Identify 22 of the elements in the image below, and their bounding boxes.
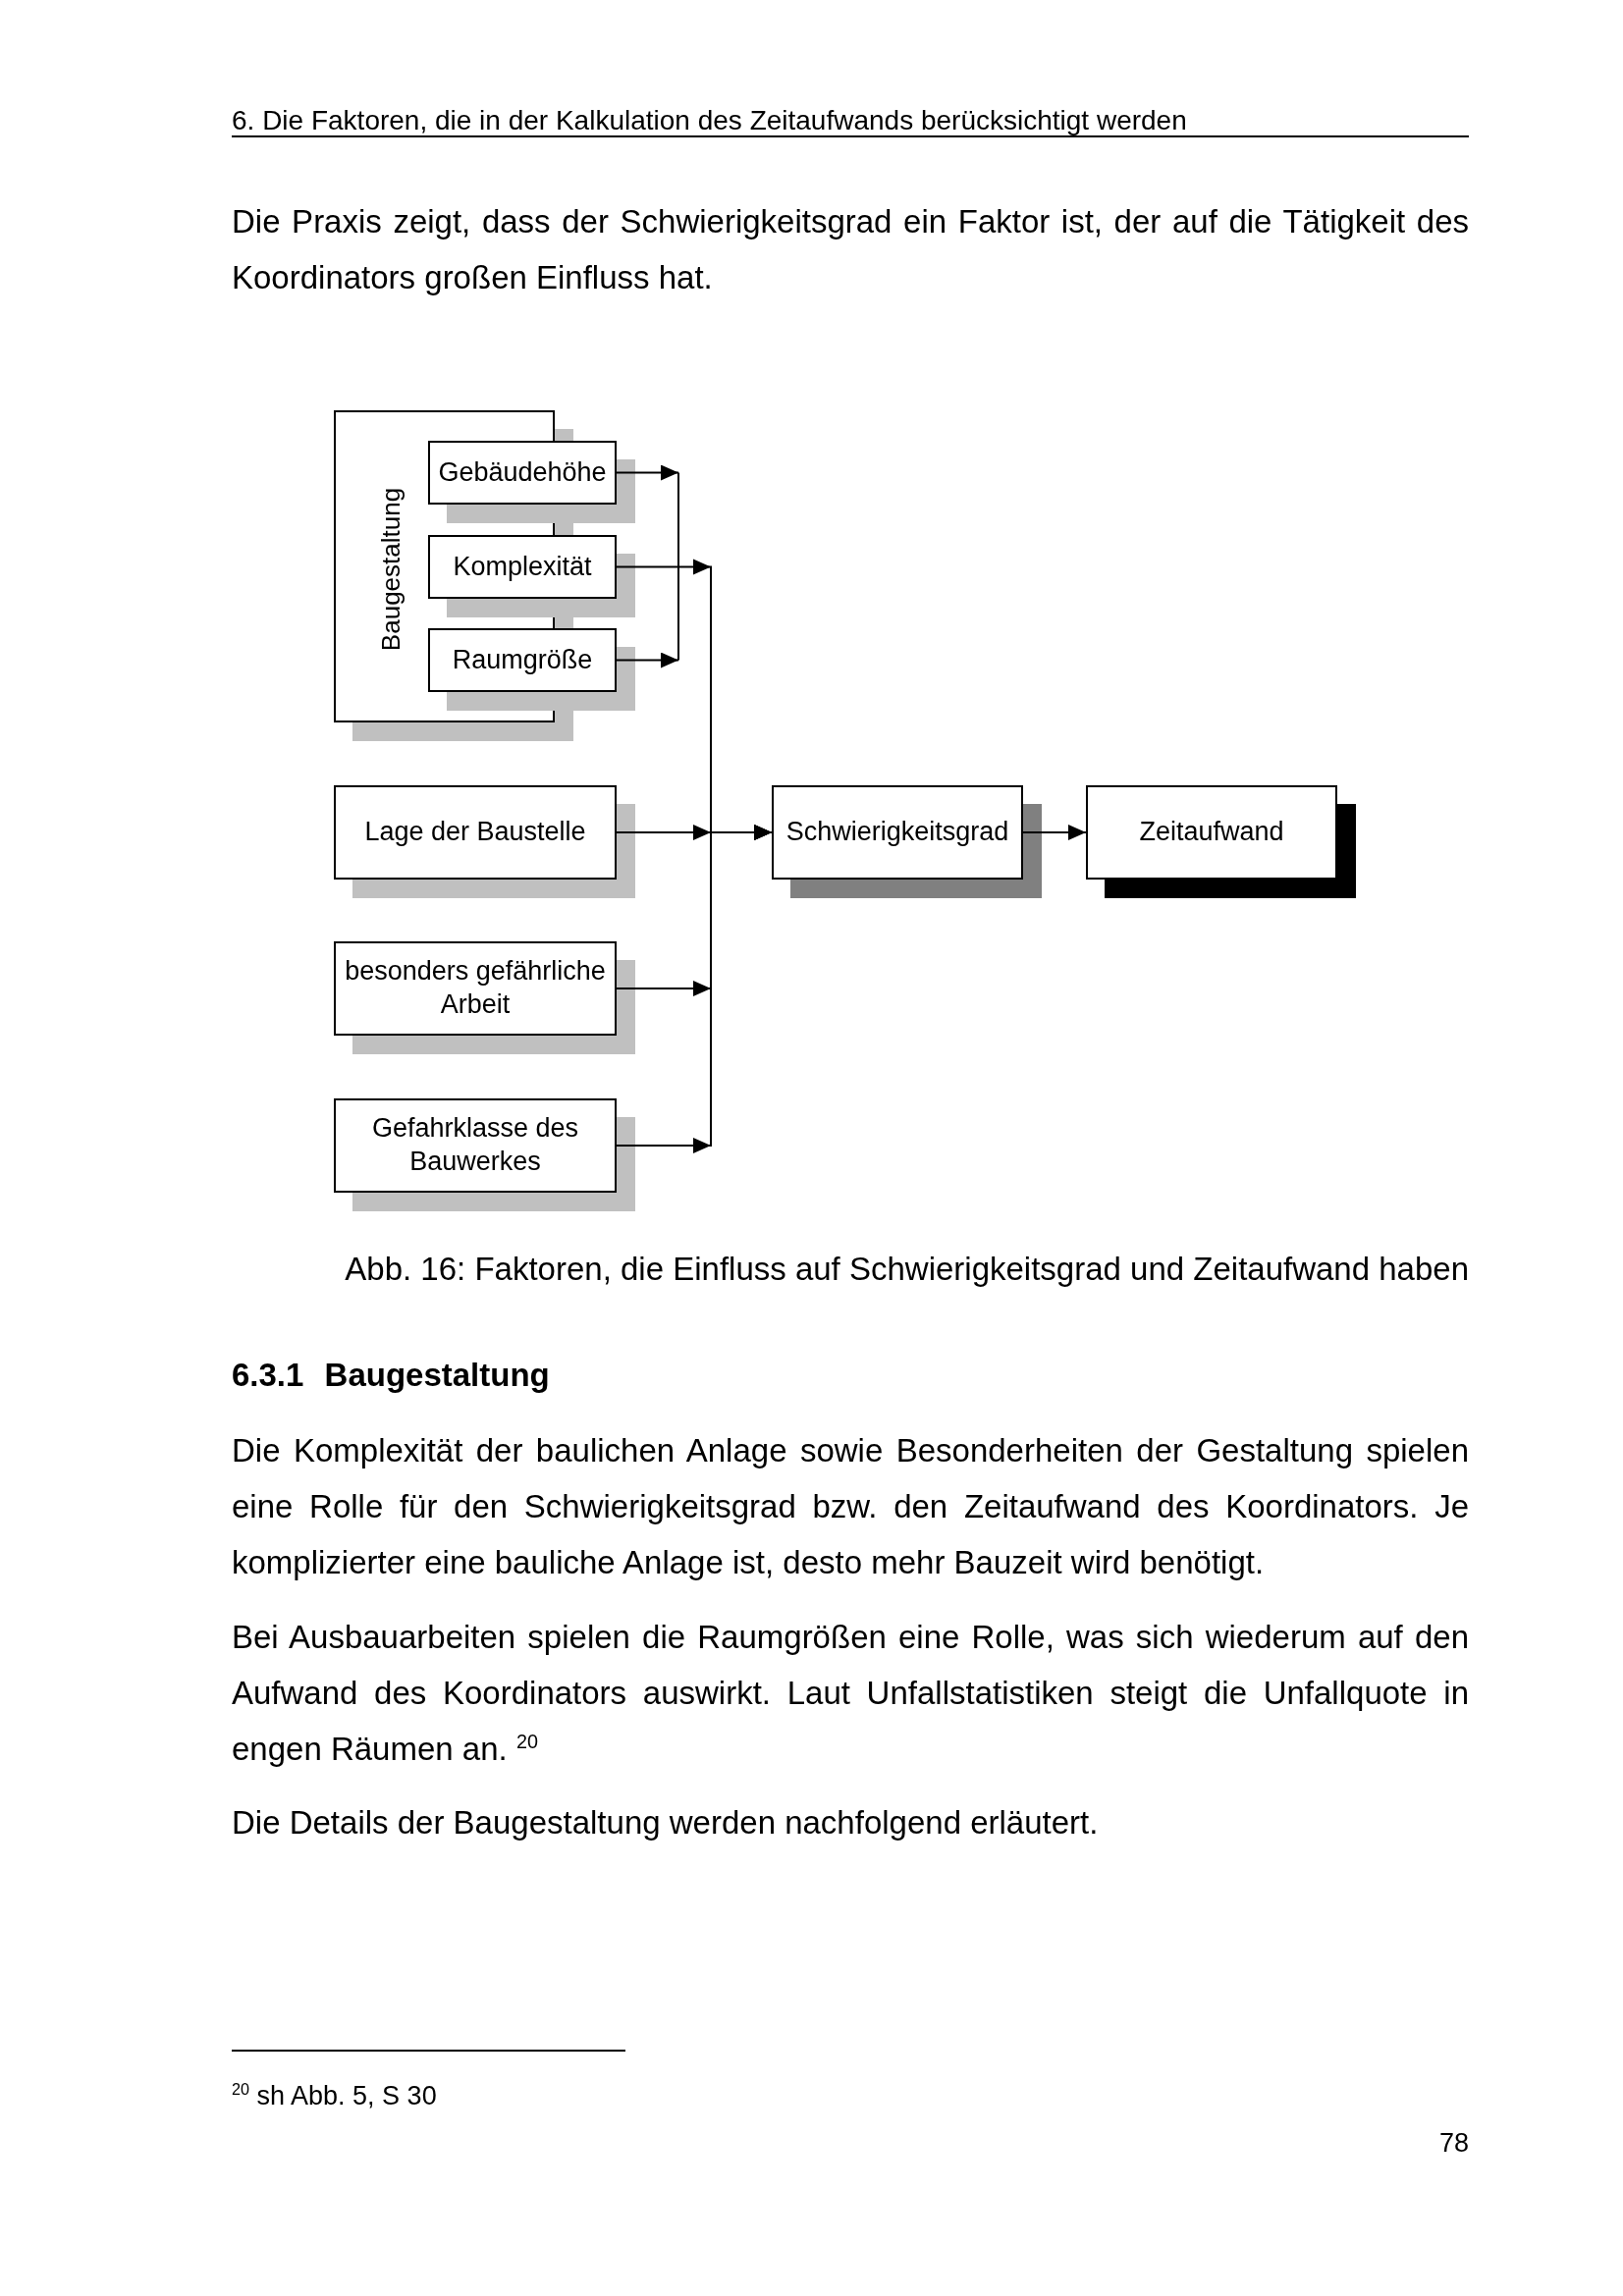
paragraph: Die Praxis zeigt, dass der Schwierigkeitsgrad ein Faktor ist, der auf die Tätigkeit des Koordinators großen Einfluss hat.	[232, 202, 1469, 297]
running-header: 6. Die Faktoren, die in der Kalkulation des Zeitaufwands berücksichtigt werden	[232, 105, 1188, 136]
arrow	[616, 825, 773, 1153]
box-label: Lage der Baustelle	[364, 816, 586, 849]
paragraph: Die Komplexität der baulichen Anlage sowie Besonderheiten der Gestaltung spielen eine Rolle für den Schwierigkeitsgrad bzw. den Zeitaufwand des Koordinators. Je komplizierter eine bauliche Anlage ist, desto mehr Bauzeit wird benötigt.	[232, 1431, 1469, 1582]
paragraph: Bei Ausbauarbeiten spielen die Raumgrößen eine Rolle, was sich wiederum auf den Aufwand des Koordinators auswirkt. Laut Unfallstatistiken steigt die Unfallquote in engen Räumen an. $^{20}$	[232, 1618, 1469, 1769]
figure-caption: Abb. 16: Faktoren, die Einfluss auf Schwierigkeitsgrad und Zeitaufwand haben	[344, 1251, 1469, 1288]
box-label: Raumgröße	[452, 643, 593, 676]
box-label: Komplexität	[453, 550, 592, 583]
arrow	[616, 464, 679, 481]
box-label: besonders gefährliche Arbeit	[344, 955, 607, 1021]
section-heading: 6.3.1 Baugestaltung	[232, 1357, 551, 1394]
box-label: Schwierigkeitsgrad	[785, 816, 1009, 849]
paragraph: Die Details der Baugestaltung werden nachfolgend erläutert.	[232, 1803, 1100, 1842]
box-label: Gefahrklasse des Bauwerkes	[370, 1112, 580, 1178]
page-number: 78	[1437, 2128, 1469, 2159]
arrow	[616, 652, 679, 668]
arrow	[1022, 825, 1087, 840]
group-title: Baugestaltung	[374, 487, 406, 652]
box-label: Zeitaufwand	[1139, 816, 1284, 849]
footnote: $^{20}$ sh Abb. 5, S 30	[232, 2081, 438, 2111]
box-label: Gebäudehöhe	[438, 455, 607, 489]
